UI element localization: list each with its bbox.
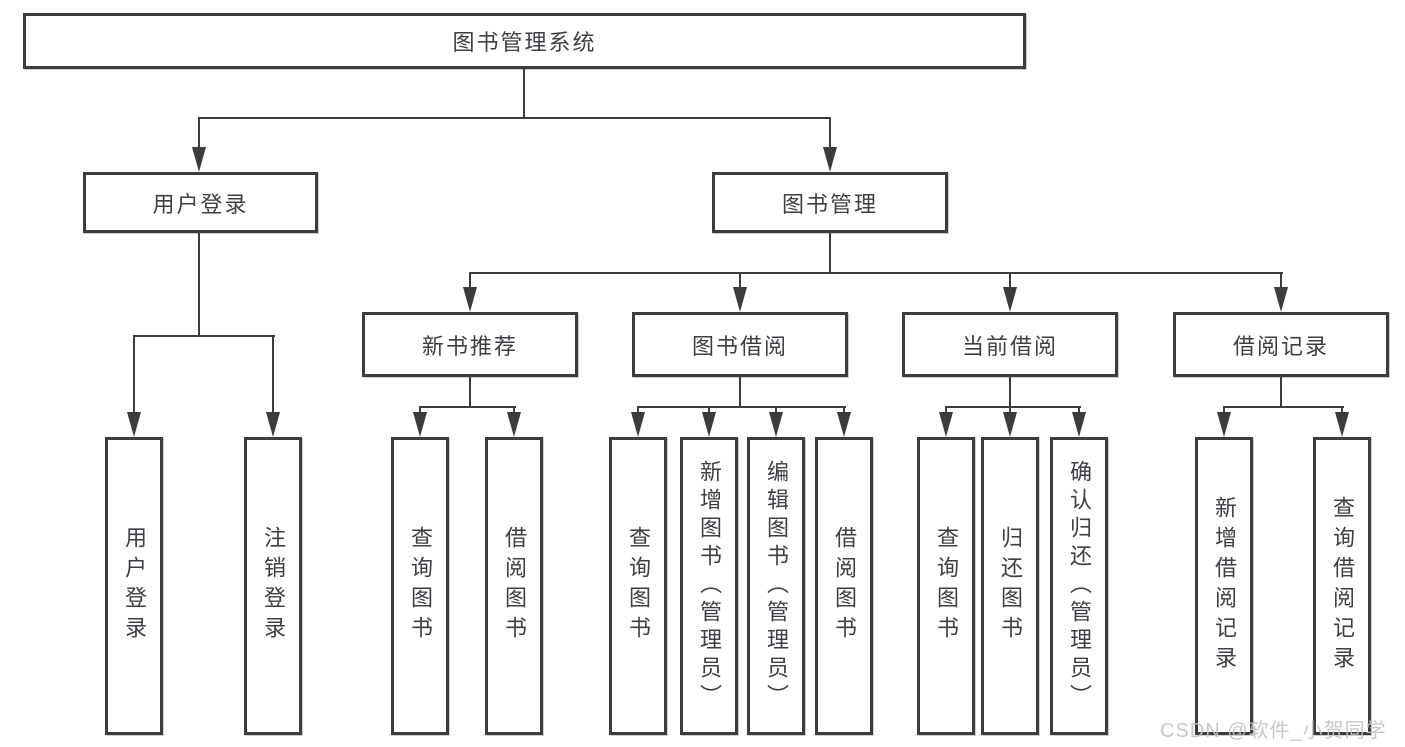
connector-line <box>775 406 777 415</box>
arrowhead-icon <box>1217 412 1231 437</box>
arrowhead-icon <box>939 412 953 437</box>
connector-line <box>829 117 831 149</box>
connector-line <box>1009 406 1011 415</box>
book-management-node: 图书管理 <box>712 172 948 233</box>
connector-line <box>708 406 710 415</box>
connector-line <box>419 406 516 408</box>
arrowhead-icon <box>702 412 716 437</box>
arrowhead-icon <box>413 412 427 437</box>
new-book-recommend-node: 新书推荐 <box>362 312 578 377</box>
connector-line <box>469 272 1283 274</box>
connector-line <box>843 406 845 415</box>
leaf-cb-query-books: 查询图书 <box>917 437 975 735</box>
book-management-node-label: 图书管理 <box>781 191 878 217</box>
leaf-bb-borrow-books: 借阅图书 <box>815 437 873 735</box>
connector-line <box>1009 272 1011 289</box>
connector-line <box>513 406 515 415</box>
leaf-bb-borrow-books-label: 借阅图书 <box>832 526 857 646</box>
connector-line <box>1009 377 1011 408</box>
arrowhead-icon <box>1003 412 1017 437</box>
arrowhead-icon <box>1335 412 1349 437</box>
current-borrow-node: 当前借阅 <box>902 312 1118 377</box>
arrowhead-icon <box>192 147 206 172</box>
leaf-bb-edit-books-admin: 编辑图书（管理员） <box>747 437 805 735</box>
user-login-node-label: 用户登录 <box>152 191 249 217</box>
connector-line <box>1223 406 1225 415</box>
connector-line <box>1078 406 1080 415</box>
arrowhead-icon <box>1072 412 1086 437</box>
connector-line <box>469 272 471 289</box>
leaf-br-add-record: 新增借阅记录 <box>1195 437 1253 735</box>
connector-line <box>739 377 741 408</box>
connector-line <box>133 335 135 414</box>
current-borrow-label: 当前借阅 <box>961 333 1058 359</box>
arrowhead-icon <box>1003 287 1017 312</box>
leaf-bb-add-books-admin: 新增图书（管理员） <box>680 437 738 735</box>
leaf-cb-query-books-label: 查询图书 <box>934 526 959 646</box>
leaf-rec-query-books-label: 查询图书 <box>408 526 433 646</box>
arrowhead-icon <box>823 147 837 172</box>
connector-line <box>272 335 274 414</box>
connector-line <box>523 69 525 118</box>
connector-line <box>1341 406 1343 415</box>
leaf-br-query-record-label: 查询借阅记录 <box>1330 496 1355 676</box>
leaf-user-login: 用户登录 <box>105 437 163 735</box>
leaf-logout-label: 注销登录 <box>261 526 286 646</box>
borrow-records-label: 借阅记录 <box>1232 333 1329 359</box>
leaf-cb-confirm-return-admin-label: 确认归还（管理员） <box>1067 460 1092 712</box>
arrowhead-icon <box>769 412 783 437</box>
connector-line <box>133 335 275 337</box>
arrowhead-icon <box>1274 287 1288 312</box>
leaf-rec-query-books: 查询图书 <box>391 437 449 735</box>
connector-line <box>945 406 947 415</box>
leaf-cb-return-books: 归还图书 <box>981 437 1039 735</box>
arrowhead-icon <box>733 287 747 312</box>
leaf-br-query-record: 查询借阅记录 <box>1313 437 1371 735</box>
connector-line <box>829 233 831 274</box>
csdn-watermark: CSDN @软件_小贺同学 <box>1160 720 1387 742</box>
leaf-user-login-label: 用户登录 <box>122 526 147 646</box>
connector-line <box>198 117 831 119</box>
connector-line <box>637 406 639 415</box>
arrowhead-icon <box>631 412 645 437</box>
leaf-cb-confirm-return-admin: 确认归还（管理员） <box>1050 437 1108 735</box>
arrowhead-icon <box>127 412 141 437</box>
connector-line <box>1280 377 1282 408</box>
leaf-bb-query-books-label: 查询图书 <box>626 526 651 646</box>
connector-line <box>945 406 1081 408</box>
leaf-cb-return-books-label: 归还图书 <box>998 526 1023 646</box>
arrowhead-icon <box>837 412 851 437</box>
leaf-br-add-record-label: 新增借阅记录 <box>1212 496 1237 676</box>
leaf-bb-query-books: 查询图书 <box>609 437 667 735</box>
borrow-records-node: 借阅记录 <box>1173 312 1389 377</box>
connector-line <box>739 272 741 289</box>
root-node-label: 图书管理系统 <box>452 30 597 55</box>
arrowhead-icon <box>266 412 280 437</box>
book-borrow-node: 图书借阅 <box>632 312 848 377</box>
leaf-logout: 注销登录 <box>244 437 302 735</box>
leaf-bb-edit-books-admin-label: 编辑图书（管理员） <box>764 460 789 712</box>
arrowhead-icon <box>463 287 477 312</box>
leaf-rec-borrow-books: 借阅图书 <box>485 437 543 735</box>
root-node: 图书管理系统 <box>23 13 1026 69</box>
connector-line <box>198 117 200 149</box>
connector-line <box>198 233 200 336</box>
connector-line <box>419 406 421 415</box>
connector-line <box>1280 272 1282 289</box>
user-login-node: 用户登录 <box>83 172 318 233</box>
connector-line <box>469 377 471 408</box>
leaf-bb-add-books-admin-label: 新增图书（管理员） <box>697 460 722 712</box>
connector-line <box>637 406 846 408</box>
arrowhead-icon <box>507 412 521 437</box>
connector-line <box>1223 406 1344 408</box>
leaf-rec-borrow-books-label: 借阅图书 <box>502 526 527 646</box>
book-borrow-label: 图书借阅 <box>691 333 788 359</box>
new-book-recommend-label: 新书推荐 <box>421 333 518 359</box>
